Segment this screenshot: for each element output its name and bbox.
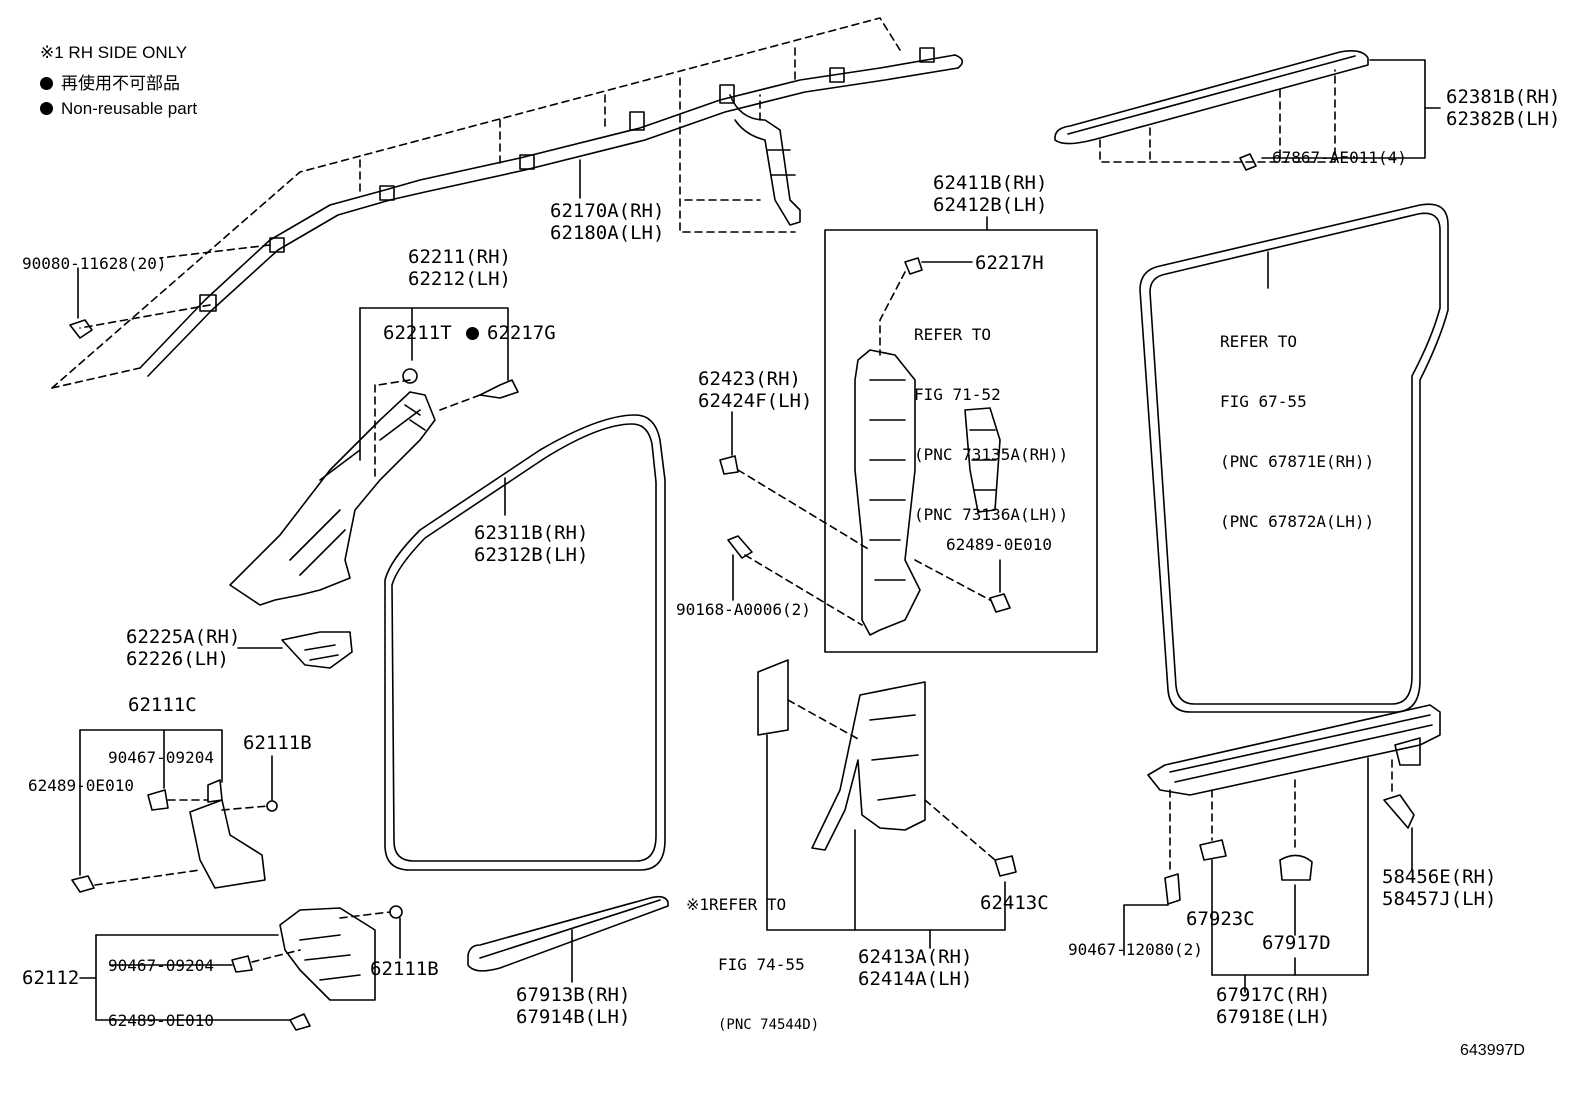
front-door-weatherstrip-drawing — [384, 414, 666, 871]
part-label-62312b[interactable]: 62312B(LH) — [474, 544, 589, 566]
part-label-90467-a[interactable]: 90467-09204 — [108, 748, 214, 767]
part-label-67918e[interactable]: 67918E(LH) — [1216, 1006, 1331, 1028]
part-label-67867[interactable]: 67867-AE011(4) — [1272, 148, 1407, 167]
refer-line: (PNC 67871E(RH)) — [1220, 452, 1375, 471]
refer-line: REFER TO — [709, 895, 787, 914]
part-label-62111c[interactable]: 62111C — [128, 694, 197, 716]
part-label-90080[interactable]: 90080-11628(20) — [22, 254, 167, 273]
a-pillar-garnish-drawing — [229, 368, 519, 606]
b-pillar-box — [824, 229, 1098, 653]
part-label-62211t[interactable]: 62211T — [383, 322, 452, 344]
refer-block-fig-74-55: ※1REFER TO FIG 74-55 (PNC 74544D) — [686, 855, 819, 1055]
refer-line[interactable]: FIG 67-55 — [1220, 392, 1307, 411]
rh-only-mark: ※1 — [686, 895, 710, 914]
part-label-58457j[interactable]: 58457J(LH) — [1382, 888, 1497, 910]
part-label-62217h[interactable]: 62217H — [975, 252, 1044, 274]
part-label-62217g[interactable]: 62217G — [466, 322, 556, 344]
part-label-67913b[interactable]: 67913B(RH) — [516, 984, 631, 1006]
part-label-62424f[interactable]: 62424F(LH) — [698, 390, 813, 412]
part-label-62414a[interactable]: 62414A(LH) — [858, 968, 973, 990]
non-reusable-bullet-icon — [40, 77, 53, 90]
part-label-62423[interactable]: 62423(RH) — [698, 368, 801, 390]
refer-line: (PNC 67872A(LH)) — [1220, 512, 1375, 531]
part-label-58456e[interactable]: 58456E(RH) — [1382, 866, 1497, 888]
part-label-62489-c[interactable]: 62489-0E010 — [946, 535, 1052, 554]
part-label-62112[interactable]: 62112 — [22, 967, 80, 989]
kick-panel-62111c-drawing — [71, 779, 278, 893]
part-label-62382b[interactable]: 62382B(LH) — [1446, 108, 1561, 130]
part-label-62381b[interactable]: 62381B(RH) — [1446, 86, 1561, 108]
note-rh-side-only: ※1 RH SIDE ONLY — [40, 43, 188, 62]
part-label-67923c[interactable]: 67923C — [1186, 908, 1255, 930]
refer-line[interactable]: FIG 74-55 — [718, 955, 805, 974]
cowl-side-trim-drawing — [281, 631, 353, 669]
part-label-62180a[interactable]: 62180A(LH) — [550, 222, 665, 244]
part-label-62412b[interactable]: 62412B(LH) — [933, 194, 1048, 216]
figure-id: 643997D — [1460, 1042, 1525, 1059]
part-label-90168[interactable]: 90168-A0006(2) — [676, 600, 811, 619]
refer-line[interactable]: FIG 71-52 — [914, 385, 1001, 404]
lower-b-pillar-garnish-drawing — [757, 659, 1017, 877]
curtain-airbag-drawing — [139, 47, 964, 377]
part-label-62225a[interactable]: 62225A(RH) — [126, 626, 241, 648]
refer-block-fig-71-52: REFER TO FIG 71-52 (PNC 73135A(RH)) (PNC… — [914, 285, 1068, 545]
part-label-62217g-text: 62217G — [487, 322, 556, 344]
front-scuff-plate-drawing — [467, 895, 669, 972]
part-label-62111b-a[interactable]: 62111B — [243, 732, 312, 754]
non-reusable-marker-icon — [466, 327, 479, 340]
part-label-62411b[interactable]: 62411B(RH) — [933, 172, 1048, 194]
refer-line: (PNC 73135A(RH)) — [914, 445, 1069, 464]
part-label-62170a[interactable]: 62170A(RH) — [550, 200, 665, 222]
part-label-67914b[interactable]: 67914B(LH) — [516, 1006, 631, 1028]
roof-side-garnish-drawing — [1054, 50, 1369, 171]
part-label-62489-a[interactable]: 62489-0E010 — [28, 776, 134, 795]
part-label-62489-b[interactable]: 62489-0E010 — [108, 1011, 214, 1030]
non-reusable-bullet-icon — [40, 102, 53, 115]
part-label-62211[interactable]: 62211(RH) — [408, 246, 511, 268]
part-label-67917d[interactable]: 67917D — [1262, 932, 1331, 954]
refer-line: REFER TO — [1220, 332, 1298, 351]
rear-door-weatherstrip-drawing — [1139, 203, 1449, 713]
part-label-90467-b[interactable]: 90467-09204 — [108, 956, 214, 975]
refer-line: (PNC 74544D) — [718, 1017, 820, 1033]
note-non-reusable-jp: 再使用不可部品 — [40, 73, 180, 95]
b-pillar-garnish-drawing — [854, 257, 1011, 636]
part-label-62226[interactable]: 62226(LH) — [126, 648, 229, 670]
lower-trim-62112-drawing — [231, 905, 403, 1031]
airbag-dashed-outline — [51, 17, 901, 389]
part-label-62413a[interactable]: 62413A(RH) — [858, 946, 973, 968]
bolt-90080-drawing — [69, 319, 93, 339]
refer-line: REFER TO — [914, 325, 992, 344]
refer-line: (PNC 73136A(LH)) — [914, 505, 1069, 524]
part-label-62111b-b[interactable]: 62111B — [370, 958, 439, 980]
part-label-67917c[interactable]: 67917C(RH) — [1216, 984, 1331, 1006]
part-label-62212[interactable]: 62212(LH) — [408, 268, 511, 290]
part-label-90467-c[interactable]: 90467-12080(2) — [1068, 940, 1203, 959]
part-label-62311b[interactable]: 62311B(RH) — [474, 522, 589, 544]
part-label-62413c[interactable]: 62413C — [980, 892, 1049, 914]
refer-block-fig-67-55: REFER TO FIG 67-55 (PNC 67871E(RH)) (PNC… — [1220, 292, 1374, 552]
note-non-reusable-en: Non-reusable part — [40, 98, 197, 120]
clip-62423-drawing — [719, 455, 753, 559]
note-non-reusable-jp-text: 再使用不可部品 — [61, 74, 180, 93]
note-non-reusable-en-text: Non-reusable part — [61, 99, 198, 118]
